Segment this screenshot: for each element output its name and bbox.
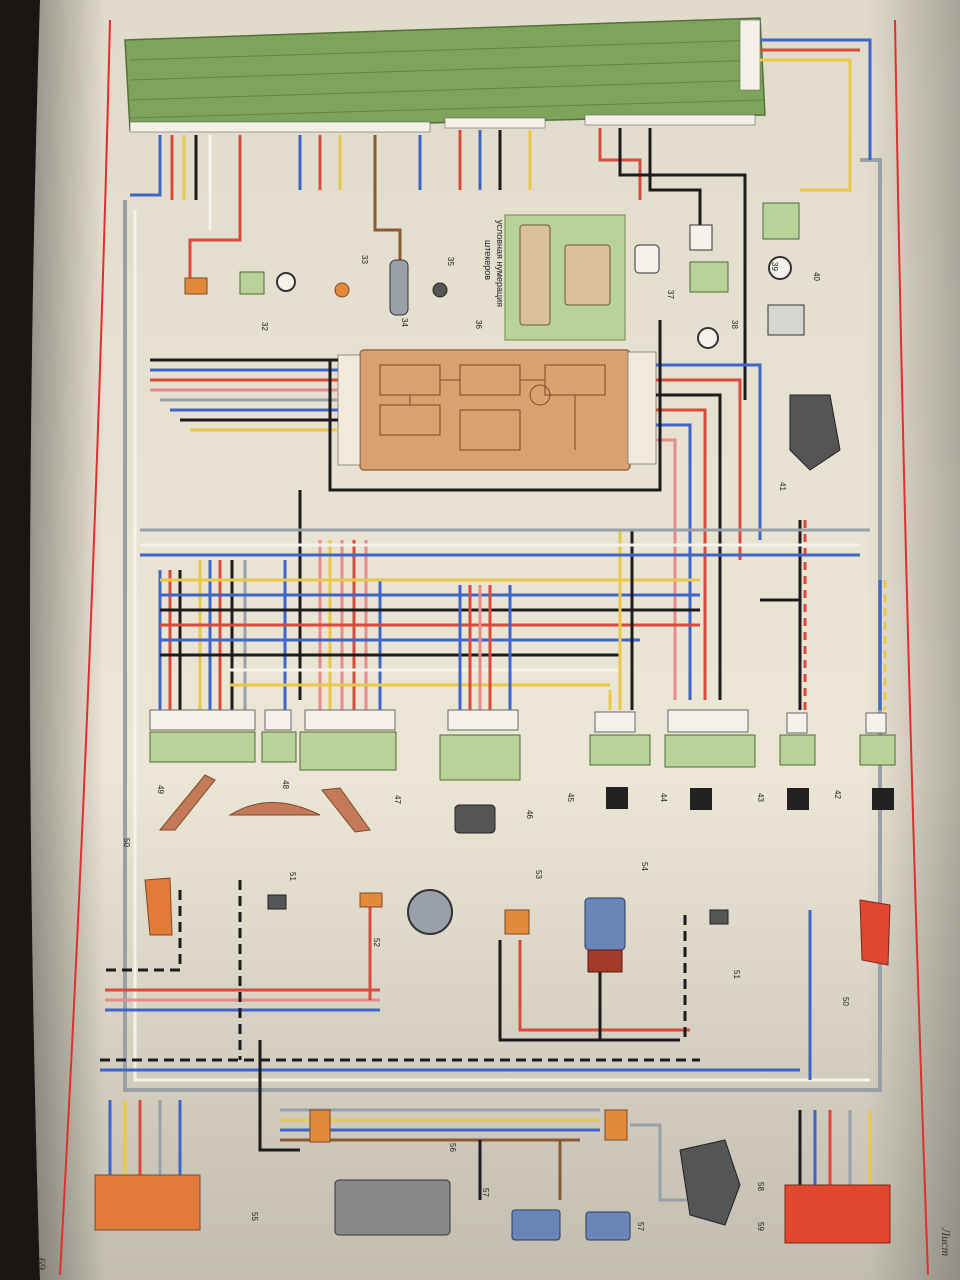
lower-components <box>94 774 891 1244</box>
right-margin-line <box>894 19 929 1276</box>
callout-38: 38 <box>730 320 739 329</box>
connector-blocks <box>149 709 896 810</box>
wire-bundles <box>100 38 887 1202</box>
callout-35: 35 <box>446 257 455 266</box>
callout-48: 48 <box>281 780 290 789</box>
plug-note-ref: 36 <box>474 320 483 329</box>
callout-40: 40 <box>812 272 821 281</box>
callout-57-a: 57 <box>481 1188 490 1197</box>
callout-50-left: 50 <box>122 838 131 847</box>
plug-note-line2: штекеров <box>483 240 493 280</box>
main-harness-block <box>124 17 766 133</box>
callout-52: 52 <box>372 938 381 947</box>
left-margin-line <box>59 19 111 1276</box>
callout-58: 58 <box>756 1182 765 1191</box>
callout-50-right: 50 <box>841 997 850 1006</box>
callout-41: 41 <box>778 482 787 491</box>
callout-39: 39 <box>770 262 779 271</box>
sheet-label: Лист <box>939 1227 953 1256</box>
plug-note-line1: условная нумерация <box>495 220 505 307</box>
callout-51-right: 51 <box>732 970 741 979</box>
callout-37: 37 <box>666 290 675 299</box>
callout-44: 44 <box>659 793 668 802</box>
callout-53: 53 <box>534 870 543 879</box>
callout-numbers: 32 33 34 35 37 38 39 40 41 42 43 44 45 4… <box>122 255 850 1231</box>
callout-43: 43 <box>756 793 765 802</box>
callout-33: 33 <box>360 255 369 264</box>
callout-34: 34 <box>400 318 409 327</box>
plug-numbering-note: условная нумерация штекеров 36 <box>474 214 626 341</box>
callout-51-left: 51 <box>288 872 297 881</box>
upper-components <box>184 202 841 471</box>
callout-54: 54 <box>640 862 649 871</box>
callout-47: 47 <box>393 795 402 804</box>
relay-mounting-block <box>337 349 657 471</box>
callout-55: 55 <box>250 1212 259 1221</box>
callout-46: 46 <box>525 810 534 819</box>
callout-56: 56 <box>448 1143 457 1152</box>
callout-57-b: 57 <box>636 1222 645 1231</box>
callout-32: 32 <box>260 322 269 331</box>
callout-49: 49 <box>156 785 165 794</box>
callout-45: 45 <box>566 793 575 802</box>
callout-59: 59 <box>756 1222 765 1231</box>
callout-42: 42 <box>833 790 842 799</box>
page-number: 69 <box>35 1258 49 1270</box>
